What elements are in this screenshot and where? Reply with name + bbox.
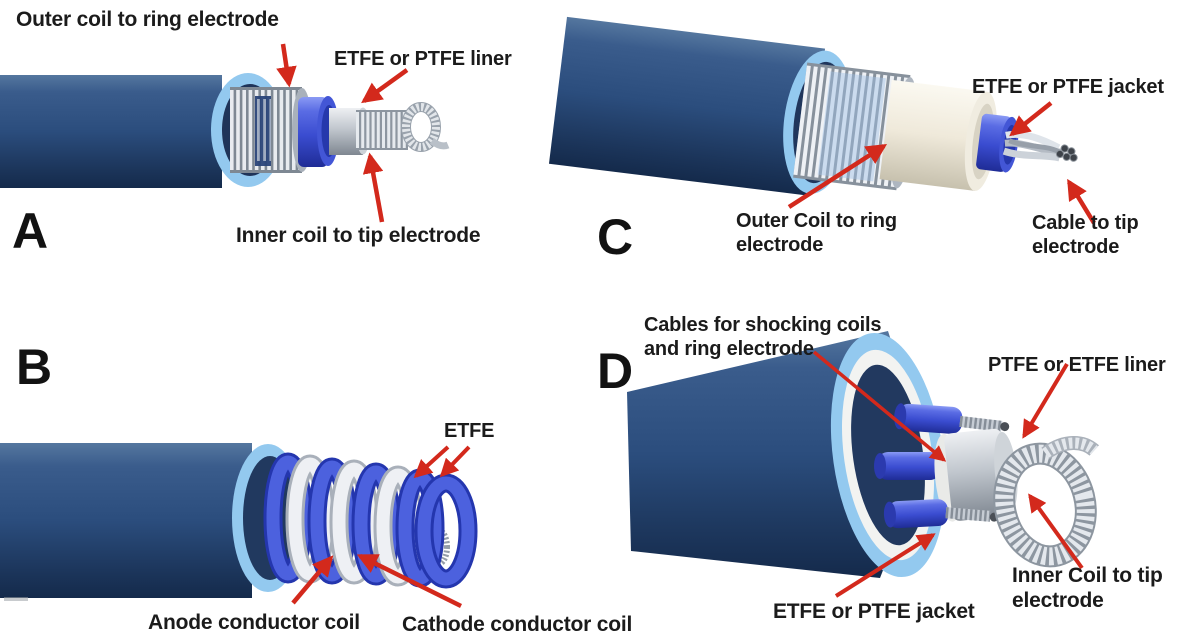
panel-a-cable — [0, 73, 450, 188]
arrow-c-outer-coil — [787, 144, 888, 209]
label-b-etfe: ETFE — [444, 420, 495, 442]
panel-d-cable — [627, 331, 1099, 578]
arrow-b-etfe-1 — [413, 445, 450, 479]
label-c-cable-tip: Cable to tip electrode — [1032, 212, 1139, 258]
callout-arrows — [276, 43, 1096, 609]
arrow-b-anode — [291, 555, 334, 605]
arrow-d-liner — [1022, 362, 1069, 439]
panel-c-cable — [548, 16, 1078, 196]
cable-body — [0, 75, 222, 188]
arrow-d-cables — [812, 350, 947, 462]
arrow-a-inner-coil — [362, 152, 385, 223]
label-d-jacket: ETFE or PTFE jacket — [773, 600, 975, 623]
label-a-liner: ETFE or PTFE liner — [334, 48, 512, 70]
arrow-c-jacket — [1009, 101, 1053, 137]
inner-coil — [356, 102, 450, 152]
panel-letter-a: A — [12, 203, 48, 259]
panel-letter-c: C — [597, 209, 633, 265]
cable-body — [548, 16, 826, 196]
label-b-cathode: Cathode conductor coil — [402, 613, 633, 636]
label-a-outer-coil: Outer coil to ring electrode — [16, 8, 279, 31]
arrow-b-etfe-2 — [439, 445, 471, 478]
inner-coil-curl — [993, 436, 1099, 568]
label-b-anode: Anode conductor coil — [148, 611, 360, 634]
label-c-outer-coil: Outer Coil to ring electrode — [736, 210, 897, 256]
stray-mark — [4, 597, 28, 601]
label-d-inner-coil: Inner Coil to tip electrode — [1012, 564, 1163, 612]
arrow-a-liner — [361, 68, 409, 104]
label-c-jacket: ETFE or PTFE jacket — [972, 76, 1164, 98]
panel-letter-d: D — [597, 343, 633, 399]
arrow-a-outer-coil — [276, 43, 297, 88]
label-d-cables: Cables for shocking coils and ring elect… — [644, 314, 882, 360]
arrow-b-cathode — [356, 553, 462, 609]
label-d-liner: PTFE or ETFE liner — [988, 354, 1166, 376]
shock-cable-bottom — [883, 499, 999, 529]
panel-letter-b: B — [16, 339, 52, 395]
cable-body — [0, 443, 252, 598]
arrow-c-cable-tip — [1067, 178, 1096, 225]
arrow-d-inner-coil — [1028, 493, 1084, 570]
arrow-d-jacket — [834, 533, 936, 598]
panel-b-cable — [0, 443, 478, 601]
label-a-inner-coil: Inner coil to tip electrode — [236, 224, 481, 247]
